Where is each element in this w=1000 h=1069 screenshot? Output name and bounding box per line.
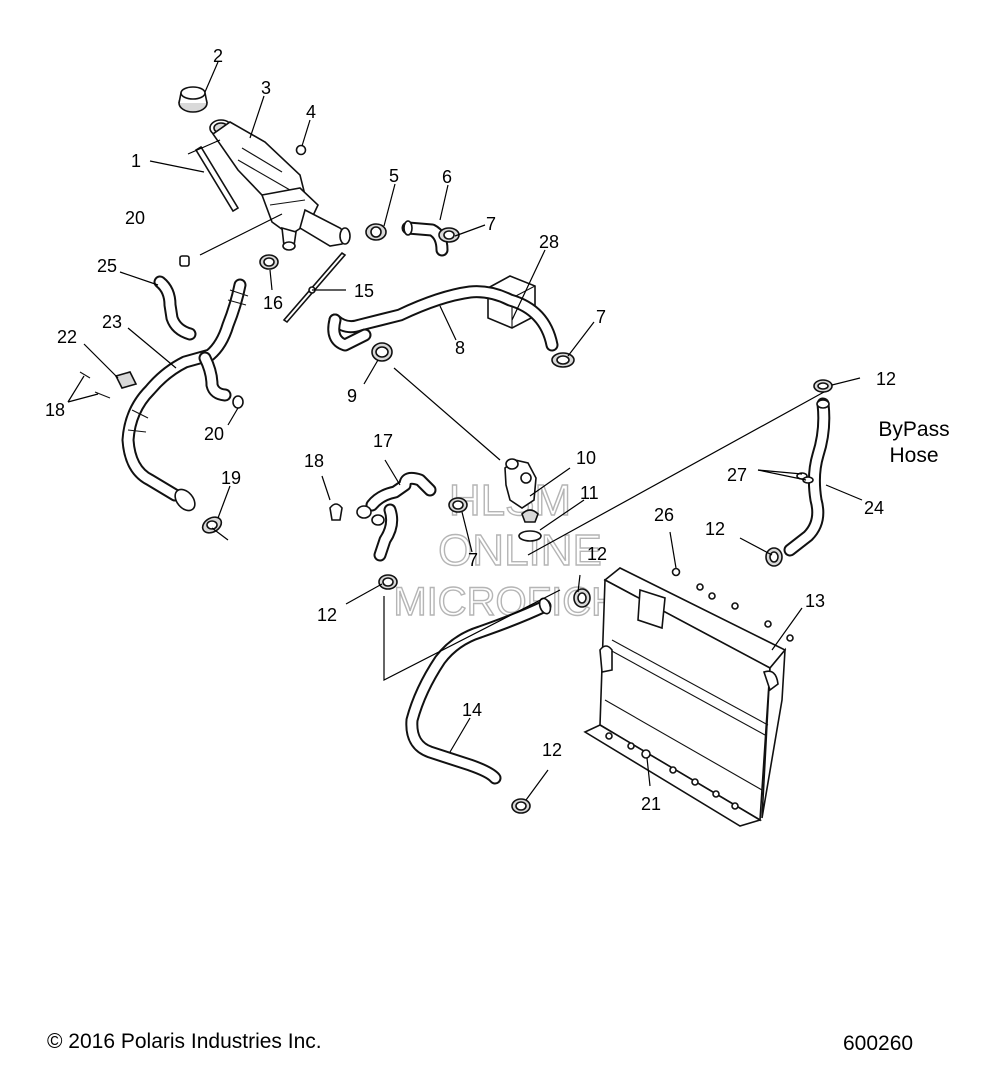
part-21-screw — [641, 749, 651, 759]
callout-26: 26 — [654, 505, 674, 525]
callout-3: 3 — [261, 78, 271, 98]
part-7-clamp-right — [551, 352, 575, 368]
callout-12-bypass-top: 12 — [876, 369, 896, 389]
callout-18-middle: 18 — [304, 451, 324, 471]
callout-13: 13 — [805, 591, 825, 611]
callout-5: 5 — [389, 166, 399, 186]
callout-12-left: 12 — [317, 605, 337, 625]
part-26-screw — [671, 567, 681, 577]
callout-19: 19 — [221, 468, 241, 488]
part-6-elbow-hose — [401, 220, 449, 257]
callout-14: 14 — [462, 700, 482, 720]
part-27-fittings — [796, 472, 814, 484]
part-7-clamp-upper — [438, 227, 460, 243]
callout-12-bypass-bottom: 12 — [705, 519, 725, 539]
part-17-pipe — [356, 471, 437, 562]
part-1-rod — [194, 145, 240, 213]
part-19-clamp — [201, 516, 223, 534]
diagram-id: 600260 — [843, 1032, 914, 1055]
callout-11: 11 — [580, 483, 599, 503]
callout-8: 8 — [455, 338, 465, 358]
callout-6: 6 — [442, 167, 452, 187]
part-23-hose — [121, 278, 249, 512]
note-line-2: Hose — [889, 444, 938, 467]
part-9-clamp — [371, 342, 393, 362]
part-3-filler-neck — [209, 119, 351, 251]
callout-24: 24 — [864, 498, 884, 518]
bypass-hose-note: ByPass Hose — [878, 418, 949, 467]
copyright-text: © 2016 Polaris Industries Inc. — [47, 1030, 322, 1053]
part-25-hose — [153, 275, 197, 341]
callout-2: 2 — [213, 46, 223, 66]
part-7-clamp-middle — [448, 497, 468, 513]
part-15-tie — [282, 251, 347, 324]
part-8-hose — [327, 285, 559, 352]
callout-27: 27 — [727, 465, 747, 485]
leader-lines — [67, 61, 863, 801]
callout-23: 23 — [102, 312, 122, 332]
part-4-nut — [295, 144, 307, 156]
part-12-clamp-e — [511, 798, 531, 814]
callout-12-radiator: 12 — [587, 544, 607, 564]
callout-20-lower: 20 — [204, 424, 224, 444]
part-20-plug-lower — [232, 395, 244, 409]
part-fastener-group — [605, 583, 794, 810]
callout-7-upper: 7 — [486, 214, 496, 234]
callout-4: 4 — [306, 102, 316, 122]
note-line-1: ByPass — [878, 418, 949, 441]
callout-18-left: 18 — [45, 400, 65, 420]
callout-15: 15 — [354, 281, 374, 301]
part-12-clamp-a — [378, 574, 398, 590]
part-12-clamp-c — [813, 379, 833, 393]
callout-20-upper: 20 — [125, 208, 145, 228]
part-10-thermostat-housing — [504, 458, 537, 509]
part-12-clamp-b — [573, 588, 591, 608]
part-18-pins-left — [79, 371, 111, 399]
callout-labels: 2 3 4 1 5 6 7 20 28 25 16 15 7 23 22 8 9… — [45, 46, 896, 814]
callout-10: 10 — [576, 448, 596, 468]
part-22-connector — [114, 371, 138, 389]
part-11-thermostat — [518, 509, 542, 542]
part-16-clamp — [259, 254, 279, 270]
callout-9: 9 — [347, 386, 357, 406]
callout-7-right: 7 — [596, 307, 606, 327]
part-13-radiator — [583, 567, 787, 827]
part-20-plug-upper — [179, 255, 190, 267]
callout-25: 25 — [97, 256, 117, 276]
callout-7-middle: 7 — [468, 550, 478, 570]
part-2-cap — [178, 86, 208, 113]
part-24-bypass-hose — [783, 397, 831, 557]
part-18-plug-middle — [329, 503, 343, 521]
callout-17: 17 — [373, 431, 393, 451]
callout-16: 16 — [263, 293, 283, 313]
callout-1: 1 — [131, 151, 141, 171]
part-5-clamp — [365, 223, 387, 241]
callout-12-bottom: 12 — [542, 740, 562, 760]
part-12-clamp-d — [765, 547, 783, 567]
callout-21: 21 — [641, 794, 661, 814]
callout-22: 22 — [57, 327, 77, 347]
callout-28: 28 — [539, 232, 559, 252]
